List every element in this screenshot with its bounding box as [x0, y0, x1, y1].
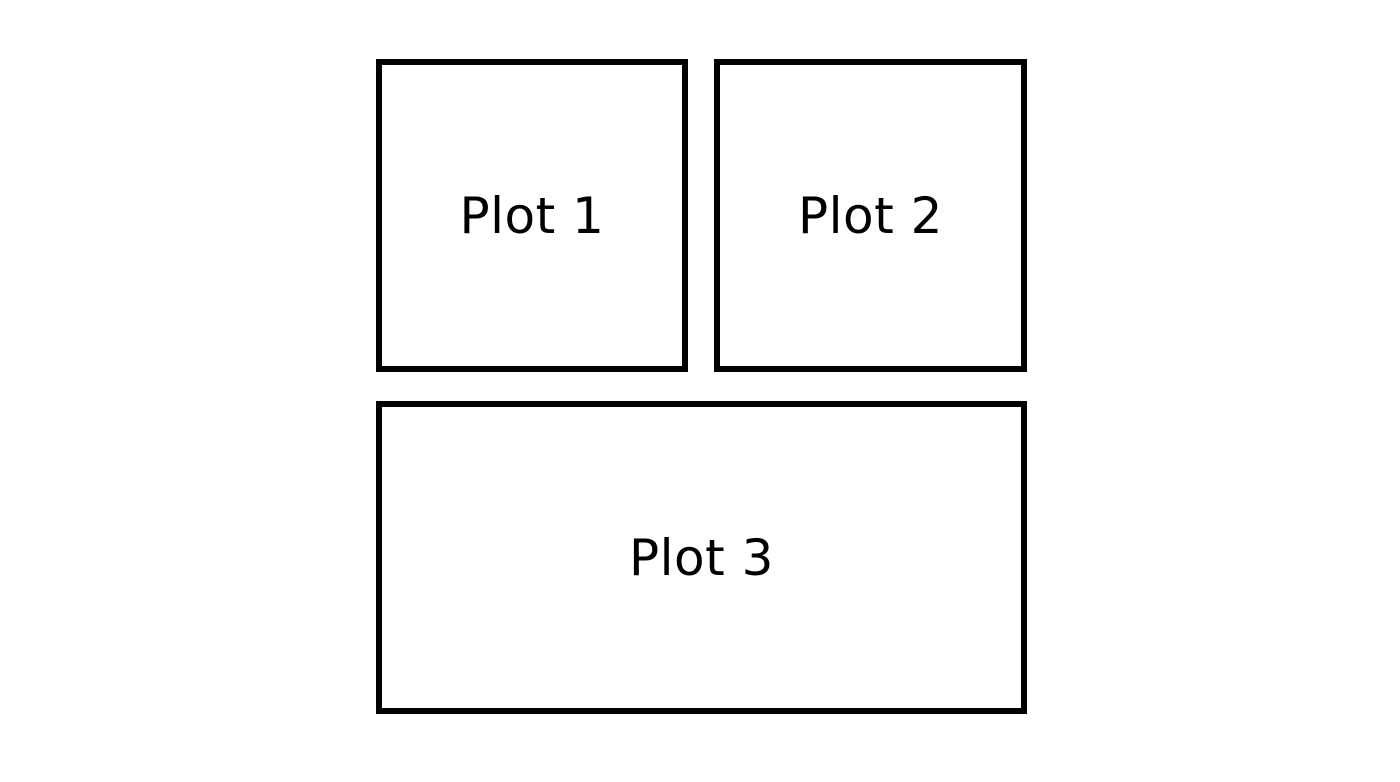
plot-2-label: Plot 2 [798, 186, 943, 245]
plot-3-panel: Plot 3 [376, 401, 1027, 714]
plot-2-panel: Plot 2 [714, 59, 1027, 372]
plot-1-label: Plot 1 [459, 186, 605, 245]
plot-1-panel: Plot 1 [376, 59, 688, 372]
plot-3-label: Plot 3 [629, 528, 774, 587]
